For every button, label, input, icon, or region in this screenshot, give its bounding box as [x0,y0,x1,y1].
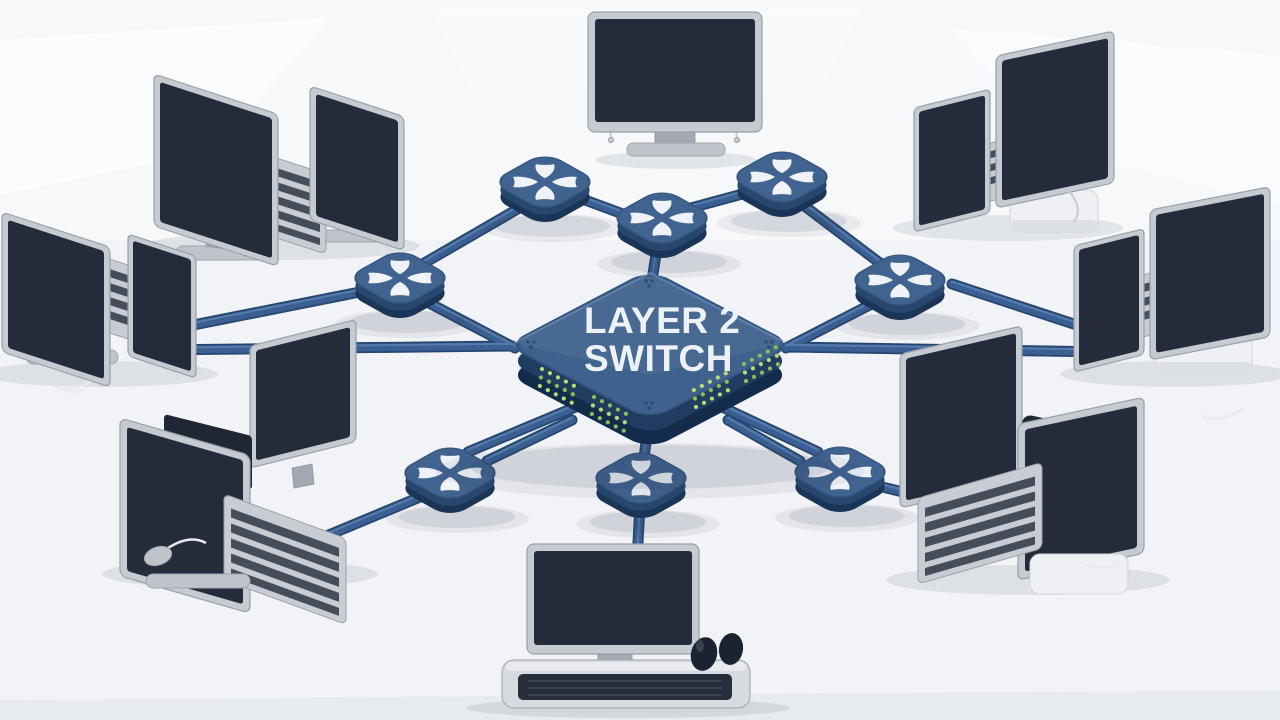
monitor [1,213,111,387]
mouse-wheel [696,640,704,652]
cable-plug [734,136,741,143]
monitor [526,543,700,655]
monitor [127,234,197,378]
workstation-bottom-right [886,326,1170,595]
monitor [153,75,279,266]
workstation-right-mid [1060,187,1280,420]
keyboard [223,495,347,624]
workstation-top-left [144,75,420,266]
mouse [143,545,173,567]
monitor-base [626,142,726,157]
monitor [249,320,357,468]
central-switch-top-face [516,274,784,416]
monitor [1017,397,1145,580]
workstation-top-center [587,11,763,169]
central-switch-label-line2: SWITCH [584,338,733,379]
central-switch-label-line1: LAYER 2 [584,300,740,341]
cable-plug [608,136,615,143]
central-switch: LAYER 2 SWITCH [435,271,865,499]
monitor-base-shade [1010,220,1098,232]
monitor-base [145,573,251,589]
workstation-bottom-center [466,543,790,718]
monitor [587,11,763,133]
monitor [1073,229,1145,372]
monitor [1149,187,1271,360]
workstation-top-right [893,31,1123,241]
mouse [718,633,744,665]
keyboard [917,463,1043,584]
monitor [899,326,1023,508]
monitor-base-shade [1156,362,1252,374]
monitor-base [1029,553,1129,595]
workstation-bottom-left [102,320,378,624]
monitor [995,31,1115,208]
monitor [913,89,991,232]
desk-tray-lip [506,662,746,671]
workstation-left-mid [0,213,218,394]
monitor-stand [291,463,315,489]
monitor [309,87,405,250]
